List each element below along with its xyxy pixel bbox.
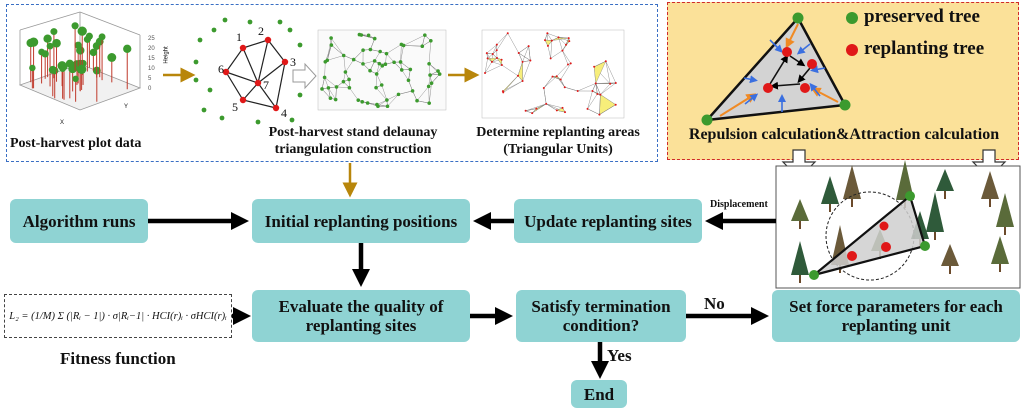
scene-tree-crown — [996, 193, 1014, 227]
displacement-label: Displacement — [710, 199, 768, 210]
scene-tree-crown — [896, 160, 914, 200]
legend-replanting: replanting tree — [864, 38, 985, 59]
vertex-num-3: 3 — [290, 55, 296, 69]
scene-tree-crown — [991, 236, 1009, 264]
vertex-num-6: 6 — [218, 62, 224, 76]
scene-tree-crown — [821, 176, 839, 204]
update-sites-node: Update replanting sites — [514, 199, 702, 243]
algorithm-runs-node: Algorithm runs — [10, 199, 148, 243]
evaluate-quality-node: Evaluate the quality of replanting sites — [252, 290, 470, 342]
scene-tree-crown — [871, 229, 889, 251]
termination-node: Satisfy termination condition? — [516, 290, 686, 342]
scene-tree-crown — [843, 165, 861, 199]
fitness-formula-box: L₂ = (1/M) Σ (|Rᵢ − 1|) · σ|Rᵢ−1| · HCI(… — [4, 294, 232, 338]
plot-data-label: Post-harvest plot data — [10, 136, 142, 151]
legend-preserved: preserved tree — [864, 6, 980, 27]
vertex-num-1: 1 — [236, 30, 242, 44]
force-caption: Repulsion calculation&Attraction calcula… — [688, 126, 1000, 143]
vertex-num-5: 5 — [232, 100, 238, 114]
vertex-num-2: 2 — [258, 24, 264, 38]
scene-tree-crown — [791, 241, 809, 275]
vertex-num-4: 4 — [281, 106, 287, 120]
initial-positions-node: Initial replanting positions — [252, 199, 470, 243]
vertex-num-7: 7 — [263, 78, 269, 92]
pipeline-panel — [6, 4, 658, 162]
delaunay-label: Post-harvest stand delaunay triangulatio… — [268, 125, 438, 157]
scene-tree-crown — [911, 211, 929, 239]
replant-area-label: Determine replanting areas (Triangular U… — [476, 125, 640, 157]
plot-axis-y: Y — [124, 104, 129, 110]
set-force-node: Set force parameters for each replanting… — [772, 290, 1020, 342]
scene-tree-crown — [831, 225, 849, 265]
scene-tree-crown — [981, 171, 999, 199]
fitness-formula: L₂ = (1/M) Σ (|Rᵢ − 1|) · σ|Rᵢ−1| · HCI(… — [9, 310, 227, 322]
plot-axis-height: Height — [163, 46, 170, 64]
plot-axis-x: X — [60, 120, 65, 126]
no-label: No — [704, 294, 725, 313]
fitness-caption: Fitness function — [60, 349, 176, 368]
scene-tree-crown — [926, 192, 944, 232]
scene-tree-crown — [791, 199, 809, 221]
scene-tree-crown — [936, 169, 954, 191]
yes-label: Yes — [607, 346, 632, 365]
scene-tree-crown — [941, 244, 959, 266]
end-node: End — [571, 380, 627, 408]
